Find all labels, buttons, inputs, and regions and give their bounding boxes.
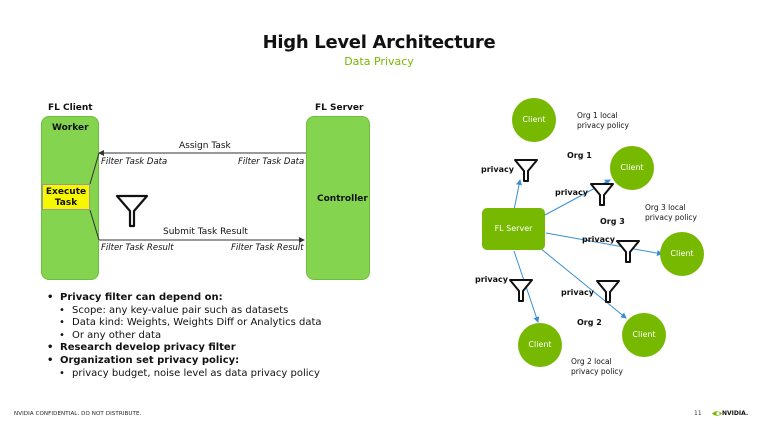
bullet-list: Privacy filter can depend on: Scope: any…	[44, 292, 322, 380]
privacy-label: privacy	[475, 275, 508, 284]
org3-policy: Org 3 local privacy policy	[645, 203, 697, 223]
fl-server-label: FL Server	[315, 103, 364, 113]
edge-server-client1	[513, 179, 522, 211]
privacy-label: privacy	[555, 188, 588, 197]
org1-label: Org 1	[567, 151, 592, 160]
filter-task-data-left: Filter Task Data	[101, 157, 168, 167]
privacy-label: privacy	[481, 165, 514, 174]
client-node: Client	[512, 98, 556, 142]
filter-task-data-right: Filter Task Data	[238, 157, 305, 167]
controller-box	[306, 116, 370, 280]
policy-line: Org 2 local	[571, 357, 612, 366]
policy-line: privacy policy	[577, 121, 629, 130]
filter-funnel-icon	[509, 279, 533, 302]
execute-task-label: Execute Task	[45, 187, 87, 208]
policy-line: Org 3 local	[645, 203, 686, 212]
client-node: Client	[518, 323, 562, 367]
edge-server-client-org3	[545, 232, 663, 257]
privacy-label: privacy	[582, 235, 615, 244]
bullet-subitem: privacy budget, noise level as data priv…	[44, 368, 322, 381]
confidential-notice: NVIDIA CONFIDENTIAL. DO NOT DISTRIBUTE.	[14, 411, 142, 417]
logo-text: NVIDIA.	[722, 410, 749, 417]
submit-task-result-label: Submit Task Result	[163, 227, 248, 237]
client-node: Client	[622, 313, 666, 357]
fl-server-node: FL Server	[482, 208, 545, 250]
page-title: High Level Architecture	[262, 32, 496, 53]
nvidia-logo: NVIDIA.	[712, 409, 749, 418]
execute-task-box: Execute Task	[42, 184, 90, 210]
org3-label: Org 3	[600, 217, 625, 226]
policy-line: Org 1 local	[577, 111, 618, 120]
org1-policy: Org 1 local privacy policy	[577, 111, 629, 131]
filter-funnel-icon	[616, 240, 640, 263]
filter-funnel-icon	[514, 159, 538, 182]
client-node: Client	[610, 146, 654, 190]
bullet-item: Organization set privacy policy:	[44, 355, 322, 368]
policy-line: privacy policy	[645, 213, 697, 222]
org2-policy: Org 2 local privacy policy	[571, 357, 623, 377]
policy-line: privacy policy	[571, 367, 623, 376]
filter-task-result-right: Filter Task Result	[231, 243, 304, 253]
assign-task-branch	[89, 152, 100, 185]
bullet-subitem: Or any other data	[44, 330, 322, 343]
filter-funnel-icon	[596, 280, 620, 303]
bullet-subitem: Scope: any key-value pair such as datase…	[44, 305, 322, 318]
bullet-subitem: Data kind: Weights, Weights Diff or Anal…	[44, 317, 322, 330]
nvidia-eye-icon	[712, 411, 722, 416]
worker-label: Worker	[52, 123, 89, 133]
filter-funnel-icon	[115, 194, 149, 228]
assign-task-label: Assign Task	[179, 141, 231, 151]
controller-label: Controller	[317, 194, 368, 204]
edge-server-client-org2	[539, 247, 627, 319]
page-subtitle: Data Privacy	[344, 55, 414, 68]
org2-label: Org 2	[577, 318, 602, 327]
page-number: 11	[694, 410, 702, 417]
bullet-item: Research develop privacy filter	[44, 342, 322, 355]
filter-funnel-icon	[590, 183, 614, 206]
privacy-label: privacy	[561, 288, 594, 297]
bullet-item: Privacy filter can depend on:	[44, 292, 322, 305]
fl-client-label: FL Client	[48, 103, 93, 113]
client-node: Client	[660, 232, 704, 276]
submit-result-branch	[89, 209, 100, 241]
filter-task-result-left: Filter Task Result	[101, 243, 174, 253]
